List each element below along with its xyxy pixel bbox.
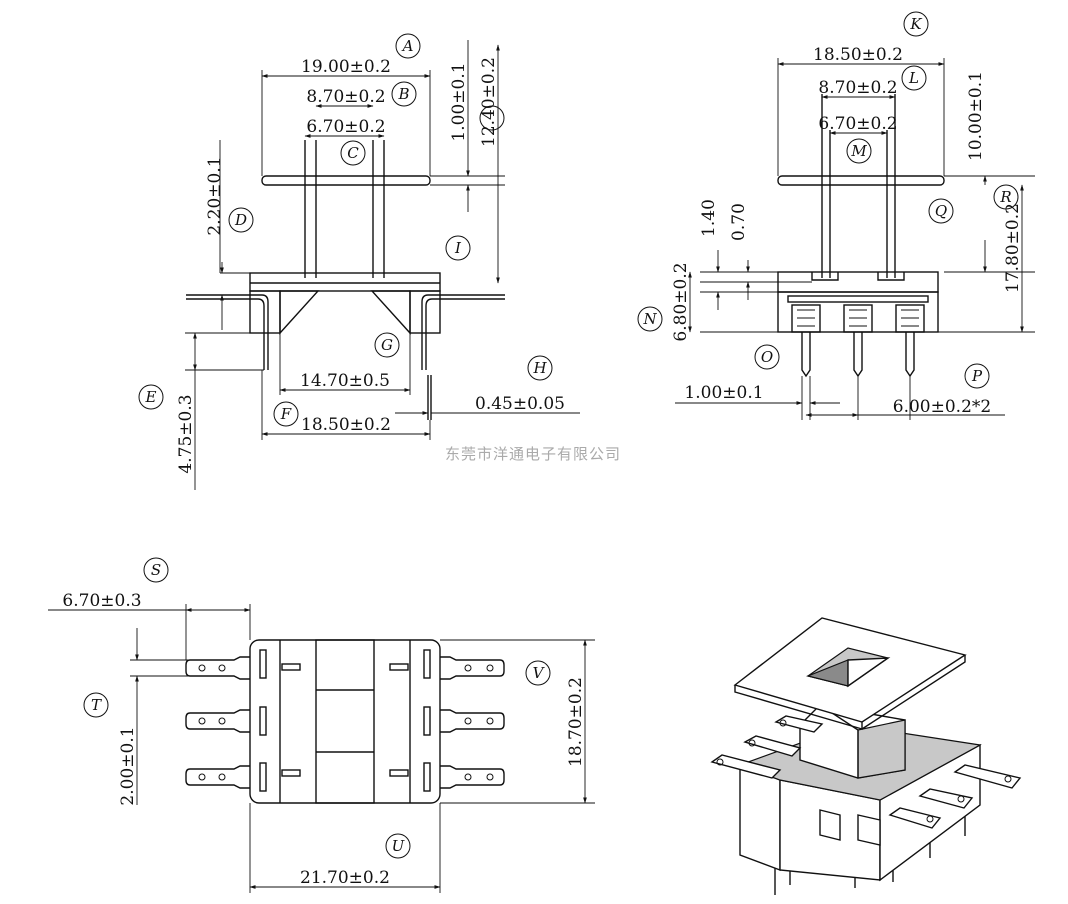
callout-n: N <box>642 310 657 328</box>
bottom-view <box>48 557 595 893</box>
callout-o: O <box>761 348 773 366</box>
dim-k-text: 18.50±0.2 <box>813 45 903 65</box>
dim-u-text: 21.70±0.2 <box>300 868 390 888</box>
dim-v-text: 18.70±0.2 <box>566 677 586 767</box>
callout-v: V <box>533 664 546 682</box>
dim-a-text: 19.00±0.2 <box>301 57 391 77</box>
dim-n-text: 6.80±0.2 <box>671 262 691 341</box>
callout-h: H <box>532 359 547 377</box>
callout-a: A <box>401 37 414 55</box>
dim-side-top-text: 10.00±0.1 <box>966 71 986 161</box>
side-view <box>637 11 1035 420</box>
callout-k: K <box>909 15 922 33</box>
bottom-base-outline <box>249 639 441 804</box>
callout-f: F <box>280 405 292 423</box>
dim-b-text: 8.70±0.2 <box>306 87 385 107</box>
callout-e: E <box>145 388 157 406</box>
callout-c: C <box>347 144 359 162</box>
dim-g-text: 14.70±0.5 <box>300 371 390 391</box>
callout-b: B <box>397 85 409 103</box>
dim-m-text: 6.70±0.2 <box>818 114 897 134</box>
dim-p-text: 6.00±0.2*2 <box>893 397 991 417</box>
isometric-view <box>710 617 1022 895</box>
callout-q: Q <box>935 202 947 220</box>
dim-l-text: 8.70±0.2 <box>818 78 897 98</box>
dim-e-text: 4.75±0.3 <box>176 394 196 473</box>
company-watermark: 东莞市洋通电子有限公司 <box>445 445 621 463</box>
dim-top2-text: 12.40±0.2 <box>479 57 499 147</box>
dim-070-text: 0.70 <box>729 203 749 241</box>
right-solder-tabs <box>440 656 505 789</box>
callout-u: U <box>392 837 406 855</box>
callout-t: T <box>91 696 102 714</box>
dim-r-text: 17.80±0.2 <box>1003 203 1023 293</box>
dim-s-text: 6.70±0.3 <box>62 591 141 611</box>
side-flange <box>777 175 945 186</box>
iso-solder-tabs <box>710 715 1022 829</box>
front-flange <box>261 175 431 186</box>
dim-140-text: 1.40 <box>699 199 719 237</box>
callout-r: R <box>999 188 1011 206</box>
callout-i: I <box>454 239 462 257</box>
dim-c-text: 6.70±0.2 <box>306 117 385 137</box>
dim-h-text: 0.45±0.05 <box>475 394 565 414</box>
callout-s: S <box>151 561 161 579</box>
side-pin-sockets <box>791 304 925 333</box>
dim-o-text: 1.00±0.1 <box>684 383 763 403</box>
dim-top1-text: 1.00±0.1 <box>449 62 469 141</box>
callout-g: G <box>381 336 393 354</box>
callout-l: L <box>908 69 919 87</box>
left-solder-tabs <box>185 656 250 789</box>
dim-t-text: 2.00±0.1 <box>118 726 138 805</box>
dim-d-text: 2.20±0.1 <box>205 156 225 235</box>
front-base <box>249 272 441 292</box>
callout-d: D <box>234 211 247 229</box>
dim-f-text: 18.50±0.2 <box>301 415 391 435</box>
callout-p: P <box>971 367 983 385</box>
callout-m: M <box>850 142 867 160</box>
front-view <box>138 33 580 490</box>
